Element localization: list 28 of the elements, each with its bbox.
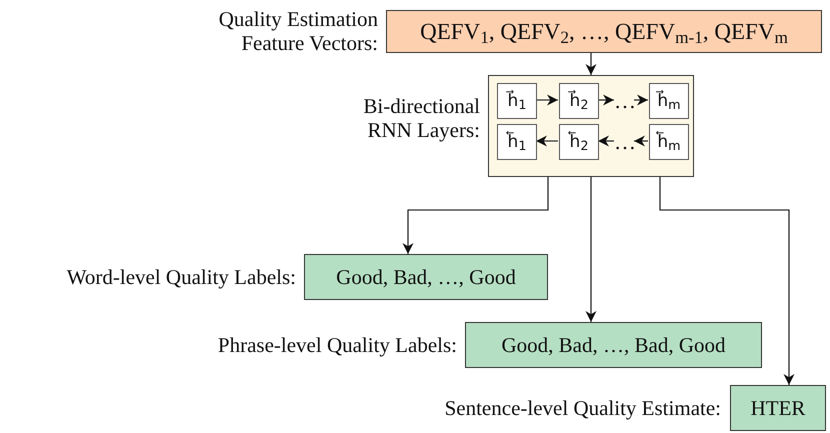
- hidden-state-box: h⃖$_{m}$: [649, 124, 689, 160]
- hidden-state-box: h⃖$_{1}$: [497, 124, 537, 160]
- arrow: [634, 94, 648, 106]
- hidden-state-box: h⃖$_{2}$: [559, 124, 599, 160]
- node-caption: Sentence-level Quality Estimate:: [444, 394, 721, 422]
- arrow: [402, 177, 549, 254]
- arrow: [586, 177, 596, 322]
- arrow: [659, 177, 794, 385]
- feature-vector-box: QEFV$_{1}$, QEFV$_{2}$, …, QEFV$_{m-1}$, QEFV$_{m}$: [386, 10, 822, 53]
- node-caption: Bi-directional RNN Layers:: [362, 92, 480, 144]
- ellipsis: …: [615, 124, 635, 160]
- hidden-state-box: h⃗$_{2}$: [559, 83, 599, 119]
- arrow: [598, 136, 614, 146]
- arrow: [586, 53, 596, 75]
- node-caption: Word-level Quality Labels:: [66, 264, 296, 291]
- arrow: [536, 136, 558, 146]
- hidden-state-box: h⃗$_{m}$: [649, 83, 689, 119]
- output-box: Good, Bad, …, Good: [304, 254, 548, 300]
- output-box: Good, Bad, …, Bad, Good: [465, 322, 762, 368]
- arrow: [598, 94, 614, 106]
- node-caption: Quality Estimation Feature Vectors:: [218, 8, 378, 54]
- rnn-layer-box: [488, 75, 694, 177]
- ellipsis: …: [615, 83, 635, 119]
- hidden-state-box: h⃗$_{1}$: [497, 83, 537, 119]
- output-box: HTER: [730, 385, 826, 431]
- node-caption: Phrase-level Quality Labels:: [216, 332, 457, 359]
- arrow: [634, 136, 648, 146]
- arrow: [536, 94, 558, 106]
